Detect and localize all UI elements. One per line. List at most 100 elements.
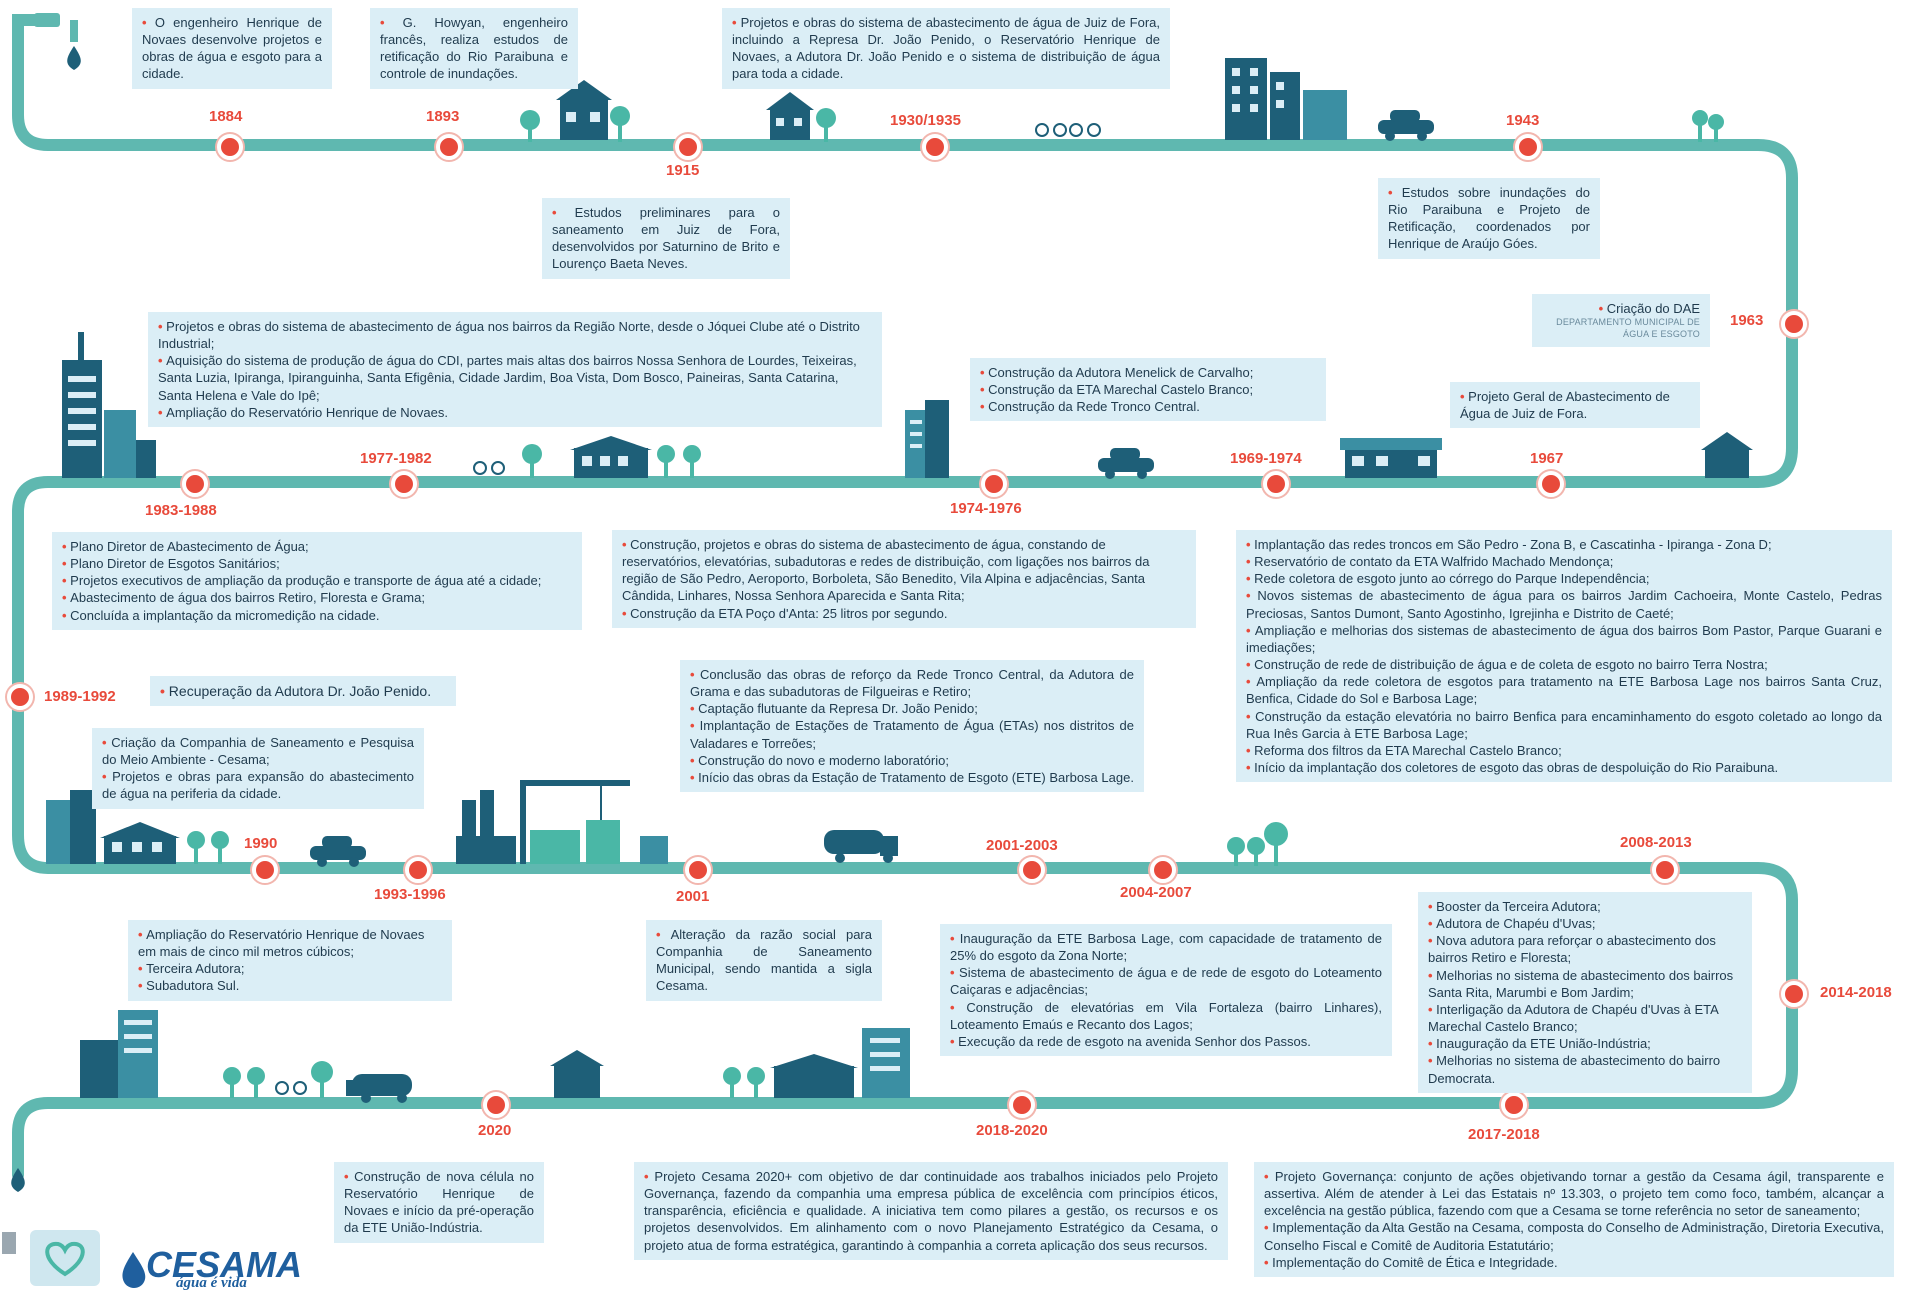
event-item: Novos sistemas de abastecimento de água …	[1246, 587, 1882, 621]
event-item: Construção de nova célula no Reservatóri…	[344, 1168, 534, 1237]
event-item: Melhorias no sistema de abastecimento do…	[1428, 1052, 1742, 1086]
event-item: Ampliação do Reservatório Henrique de No…	[138, 926, 442, 960]
water-drop-icon	[67, 46, 81, 70]
event-item: G. Howyan, engenheiro francês, realiza e…	[380, 14, 568, 83]
year-label: 2018-2020	[976, 1122, 1048, 1139]
timeline-marker-2004	[1150, 857, 1176, 883]
event-box-2008: Implantação das redes troncos em São Ped…	[1236, 530, 1892, 783]
event-item: Abastecimento de água dos bairros Retiro…	[62, 589, 572, 606]
event-item: Melhorias no sistema de abastecimento do…	[1428, 967, 1742, 1001]
year-label: 1983-1988	[145, 502, 217, 519]
event-box-2001b: Conclusão das obras de reforço da Rede T…	[680, 660, 1144, 793]
event-item: Ampliação da rede coletora de esgotos pa…	[1246, 673, 1882, 707]
event-box-1915: Estudos preliminares para o saneamento e…	[542, 198, 790, 279]
event-item: Estudos preliminares para o saneamento e…	[552, 204, 780, 273]
event-item: Rede coletora de esgoto junto ao córrego…	[1246, 570, 1882, 587]
event-item: Projetos e obras do sistema de abastecim…	[732, 14, 1160, 83]
event-box-1884: O engenheiro Henrique de Novaes desenvol…	[132, 8, 332, 89]
event-item: Nova adutora para reforçar o abastecimen…	[1428, 932, 1742, 966]
timeline-marker-1989	[7, 684, 33, 710]
event-item: Inauguração da ETE União-Indústria;	[1428, 1035, 1742, 1052]
event-item: Concluída a implantação da micromedição …	[62, 607, 572, 624]
event-item: Construção do novo e moderno laboratório…	[690, 752, 1134, 769]
event-box-1930: Projetos e obras do sistema de abastecim…	[722, 8, 1170, 89]
event-item: Alteração da razão social para Companhia…	[656, 926, 872, 995]
year-label: 1930/1935	[890, 112, 961, 129]
timeline-marker-1974	[981, 471, 1007, 497]
event-box-2001: Alteração da razão social para Companhia…	[646, 920, 882, 1001]
timeline-marker-1915	[675, 134, 701, 160]
tree-icon	[187, 106, 1724, 1098]
year-label: 1969-1974	[1230, 450, 1302, 467]
cesama-drop-icon	[122, 1252, 146, 1288]
event-box-2004: Inauguração da ETE Barbosa Lage, com cap…	[940, 924, 1392, 1057]
year-label: 1989-1992	[44, 688, 116, 705]
year-label: 2004-2007	[1120, 884, 1192, 901]
buildings-icon	[46, 58, 1753, 1098]
timeline-marker-1977	[391, 471, 417, 497]
timeline-marker-1893	[436, 134, 462, 160]
event-box-1967: Projeto Geral de Abastecimento de Água d…	[1450, 382, 1700, 429]
year-label: 1977-1982	[360, 450, 432, 467]
event-item: Projeto Cesama 2020+ com objetivo de dar…	[644, 1168, 1218, 1254]
year-label: 1974-1976	[950, 500, 1022, 517]
event-item: Plano Diretor de Esgotos Sanitários;	[62, 555, 572, 572]
car-icon	[310, 110, 1434, 867]
event-item: Aquisição do sistema de produção de água…	[158, 352, 872, 403]
event-item: Construção da ETA Poço d'Anta: 25 litros…	[622, 605, 1186, 622]
year-label: 2001-2003	[986, 837, 1058, 854]
year-label: 1993-1996	[374, 886, 446, 903]
event-item: Reservatório de contato da ETA Walfrido …	[1246, 553, 1882, 570]
event-item: Início da implantação dos coletores de e…	[1246, 759, 1882, 776]
truck-icon	[346, 830, 898, 1103]
cesama-tagline: água é vida	[176, 1275, 247, 1291]
event-box-1977: Projetos e obras do sistema de abastecim…	[148, 312, 882, 427]
bicycle-icon	[275, 123, 1101, 1095]
timeline-marker-1943	[1515, 134, 1541, 160]
year-label: 1884	[209, 108, 243, 125]
timeline-marker-2001b	[1019, 857, 1045, 883]
event-item: Projeto Governança: conjunto de ações ob…	[1264, 1168, 1884, 1219]
event-item: Implantação de Estações de Tratamento de…	[690, 717, 1134, 751]
event-box-1983: Plano Diretor de Abastecimento de Água; …	[52, 532, 582, 630]
event-item: Projeto Geral de Abastecimento de Água d…	[1460, 388, 1690, 422]
event-item: Construção da Adutora Menelick de Carval…	[980, 364, 1316, 381]
event-box-1993: Ampliação do Reservatório Henrique de No…	[128, 920, 452, 1001]
timeline-marker-1993	[405, 857, 431, 883]
event-box-1974: Construção, projetos e obras do sistema …	[612, 530, 1196, 628]
event-box-2017: Projeto Governança: conjunto de ações ob…	[1254, 1162, 1894, 1277]
event-item: Interligação da Adutora de Chapéu d'Uvas…	[1428, 1001, 1742, 1035]
timeline-marker-2014	[1781, 981, 1807, 1007]
event-item: O engenheiro Henrique de Novaes desenvol…	[142, 14, 322, 83]
event-item: Reforma dos filtros da ETA Marechal Cast…	[1246, 742, 1882, 759]
year-label: 1990	[244, 835, 278, 852]
event-item: Implementação da Alta Gestão na Cesama, …	[1264, 1219, 1884, 1253]
event-item: Projetos executivos de ampliação da prod…	[62, 572, 572, 589]
event-box-2018: Projeto Cesama 2020+ com objetivo de dar…	[634, 1162, 1228, 1260]
timeline-marker-1990	[252, 857, 278, 883]
event-box-1989: Recuperação da Adutora Dr. João Penido.	[150, 676, 456, 707]
cesama-logo-text: CESAMA	[146, 1244, 303, 1285]
event-item: Ampliação e melhorias dos sistemas de ab…	[1246, 622, 1882, 656]
timeline-marker-1983	[182, 471, 208, 497]
timeline-marker-2020	[483, 1092, 509, 1118]
year-label: 2017-2018	[1468, 1126, 1540, 1143]
event-item: Terceira Adutora;	[138, 960, 442, 977]
event-item: Criação do DAE	[1542, 300, 1700, 317]
timeline-marker-1884	[217, 134, 243, 160]
timeline-marker-2018	[1009, 1092, 1035, 1118]
event-item: Sistema de abastecimento de água e de re…	[950, 964, 1382, 998]
year-label: 2001	[676, 888, 710, 905]
event-item: Booster da Terceira Adutora;	[1428, 898, 1742, 915]
year-label: 1943	[1506, 112, 1540, 129]
event-item: Construção de rede de distribuição de ág…	[1246, 656, 1882, 673]
timeline-marker-2001	[685, 857, 711, 883]
year-label: 1915	[666, 162, 700, 179]
event-item: Implementação do Comitê de Ética e Integ…	[1264, 1254, 1884, 1271]
event-item: Projetos e obras para expansão do abaste…	[102, 768, 414, 802]
event-item: Ampliação do Reservatório Henrique de No…	[158, 404, 872, 421]
event-box-1963: Criação do DAE DEPARTAMENTO MUNICIPAL DE…	[1532, 294, 1710, 347]
event-item: Captação flutuante da Represa Dr. João P…	[690, 700, 1134, 717]
year-label: 1963	[1730, 312, 1764, 329]
event-item: Construção da Rede Tronco Central.	[980, 398, 1316, 415]
